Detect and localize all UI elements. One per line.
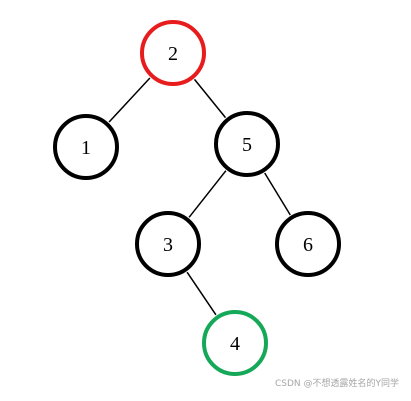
node-label: 6: [303, 234, 313, 256]
node-circle: [275, 211, 341, 277]
tree-node-6: 6: [275, 211, 341, 277]
node-circle: [140, 20, 206, 86]
node-label: 4: [230, 333, 240, 355]
node-label: 3: [163, 234, 173, 256]
node-circle: [214, 111, 280, 177]
node-circle: [53, 114, 119, 180]
node-circle: [202, 310, 268, 376]
node-label: 2: [168, 43, 178, 65]
tree-node-2: 2: [140, 20, 206, 86]
tree-node-3: 3: [135, 211, 201, 277]
tree-node-5: 5: [214, 111, 280, 177]
node-circle: [135, 211, 201, 277]
edge-n2-n1: [108, 77, 151, 123]
tree-nodes: 2 1 5 3 6 4: [53, 20, 341, 376]
edge-n5-n3: [188, 170, 227, 218]
watermark-text: CSDN @不想透露姓名的Y同学: [274, 379, 399, 389]
edge-n2-n5: [193, 78, 227, 119]
edge-n3-n4: [186, 271, 217, 316]
tree-node-1: 1: [53, 114, 119, 180]
tree-edges: [108, 77, 291, 316]
edge-n5-n6: [264, 172, 291, 216]
node-label: 5: [242, 134, 252, 156]
node-label: 1: [81, 137, 91, 159]
tree-node-4: 4: [202, 310, 268, 376]
